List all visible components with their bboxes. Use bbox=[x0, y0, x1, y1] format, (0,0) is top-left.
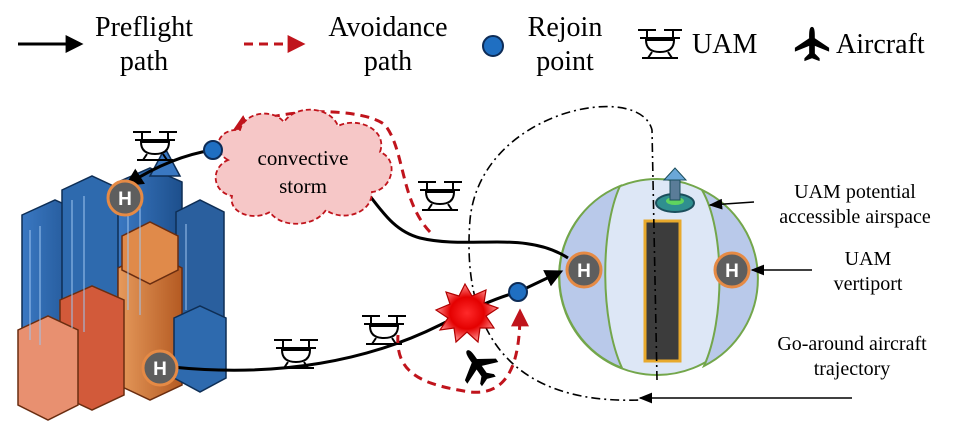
helipad-vertiport-left: H bbox=[565, 251, 603, 289]
helipad-vertiport-left-letter: H bbox=[577, 261, 591, 282]
callout-airspace-line1: UAM potential bbox=[794, 181, 916, 203]
legend-uam-label: UAM bbox=[692, 29, 757, 60]
uam-icon-lower-mid bbox=[361, 315, 407, 345]
control-tower-icon bbox=[655, 167, 695, 213]
callout-airspace-arrow bbox=[708, 198, 755, 210]
callout-goaround-line1: Go-around aircraft bbox=[777, 333, 927, 355]
storm-label-line1: convective bbox=[258, 146, 349, 170]
helipad-city-upper-letter: H bbox=[118, 189, 132, 210]
convective-storm: convective storm bbox=[214, 108, 393, 225]
hazard-burst bbox=[434, 282, 500, 344]
helipad-vertiport-right-letter: H bbox=[725, 261, 739, 282]
callout-vertiport-line2: vertiport bbox=[834, 273, 903, 295]
rejoin-point-lower bbox=[508, 282, 528, 302]
legend-preflight-line2: path bbox=[120, 46, 168, 77]
callout-vertiport-line1: UAM bbox=[845, 248, 892, 270]
callout-goaround-line2: trajectory bbox=[814, 358, 891, 380]
callout-airspace-line2: accessible airspace bbox=[779, 206, 931, 228]
rejoin-point-upper bbox=[203, 140, 223, 160]
legend-avoidance-line2: path bbox=[364, 46, 412, 77]
helipad-city-lower: H bbox=[141, 349, 179, 387]
helipad-city-upper: H bbox=[106, 179, 144, 217]
legend: Preflight path Avoidance path Rejoin poi… bbox=[18, 12, 925, 77]
storm-label-line2: storm bbox=[279, 174, 327, 198]
avoidance-path-lower bbox=[396, 308, 529, 394]
legend-aircraft-icon bbox=[794, 26, 830, 62]
go-around-trajectory bbox=[468, 105, 658, 401]
legend-avoidance-line1: Avoidance bbox=[328, 12, 447, 43]
runway bbox=[643, 219, 682, 363]
preflight-path-lower bbox=[171, 290, 519, 372]
legend-rejoin-swatch bbox=[482, 35, 504, 57]
helipad-vertiport-right: H bbox=[713, 251, 751, 289]
uam-icon-near-storm bbox=[417, 181, 463, 211]
uam-icon-city-top bbox=[132, 131, 178, 161]
aircraft-icon bbox=[451, 339, 505, 393]
legend-uam-icon bbox=[637, 29, 683, 59]
legend-aircraft-label: Aircraft bbox=[836, 29, 925, 60]
legend-preflight-line1: Preflight bbox=[95, 12, 193, 43]
helipad-city-lower-letter: H bbox=[153, 359, 167, 380]
legend-rejoin-line2: point bbox=[536, 46, 594, 77]
legend-rejoin-line1: Rejoin bbox=[528, 12, 603, 43]
